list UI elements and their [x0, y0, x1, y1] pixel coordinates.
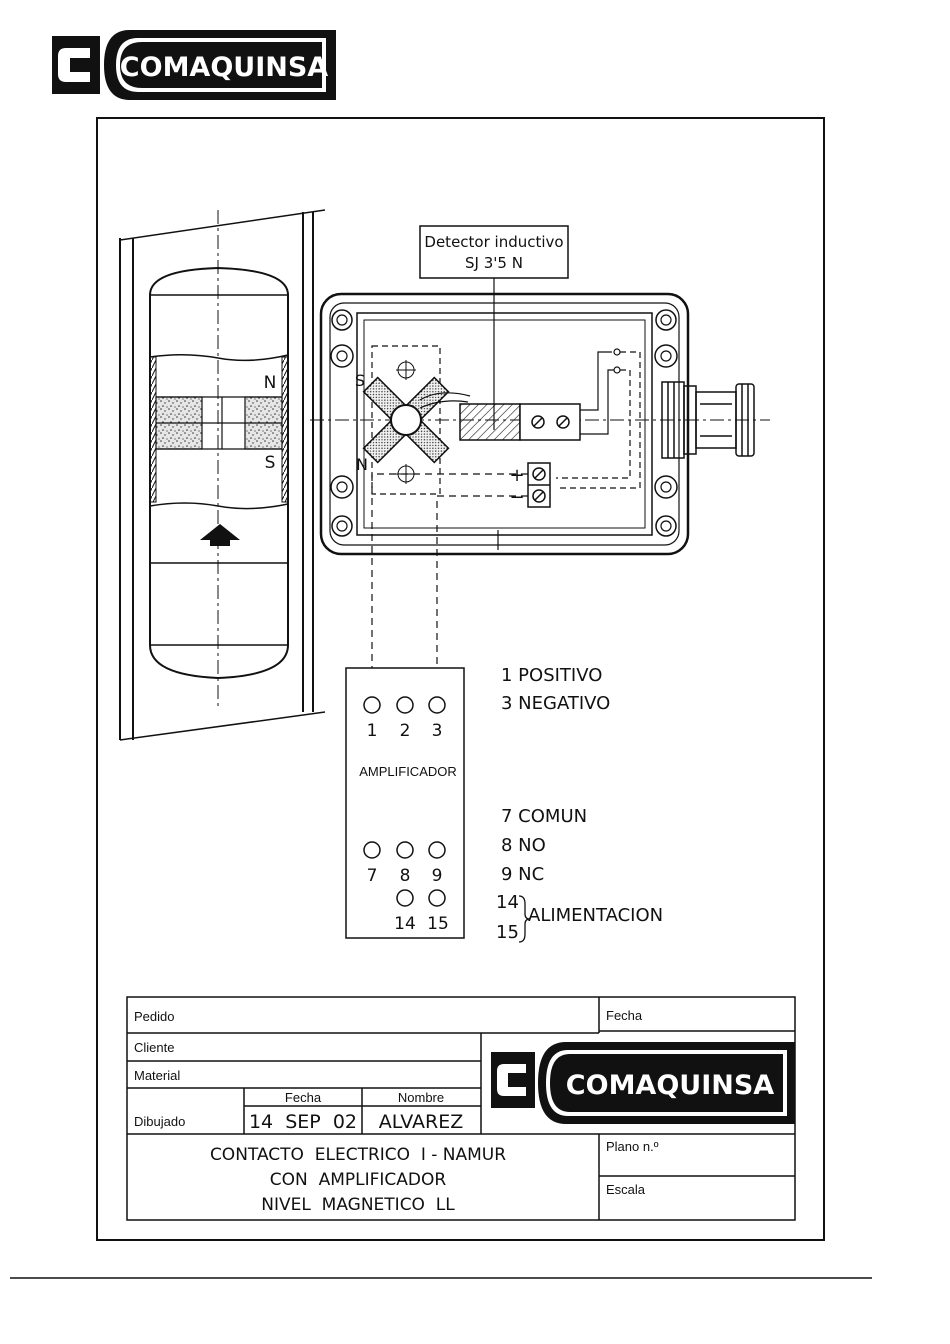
amp-terminal-3: 3: [432, 721, 443, 741]
detector-label-line2: SJ 3'5 N: [465, 254, 523, 272]
header-logo: COMAQUINSA: [52, 30, 336, 100]
terminal-minus-label: −: [509, 487, 524, 508]
drawing-title-line2: CON AMPLIFICADOR: [270, 1170, 447, 1190]
nombre-column-header: Nombre: [398, 1090, 444, 1105]
amp-terminal-9: 9: [432, 866, 443, 886]
escala-label: Escala: [606, 1182, 646, 1197]
screw-icon: [531, 415, 545, 429]
amplifier-wires: [371, 473, 528, 690]
fecha-column-header: Fecha: [285, 1090, 322, 1105]
terminal-plus-label: +: [509, 465, 524, 486]
logo-c-icon: [58, 48, 90, 82]
amp-terminal-14: 14: [394, 914, 416, 934]
drawing-title-line3: NIVEL MAGNETICO LL: [261, 1195, 455, 1215]
float-north-label: N: [264, 373, 277, 393]
up-arrow-icon: [200, 524, 240, 546]
detector-label-line1: Detector inductivo: [424, 233, 563, 251]
detector-label-box: [419, 225, 569, 279]
legend-item-no: 8 NO: [501, 835, 546, 856]
dibujado-label: Dibujado: [134, 1114, 185, 1129]
amp-terminal-2: 2: [400, 721, 411, 741]
amplifier-box: [345, 667, 465, 939]
terminal-legend: 1 POSITIVO 3 NEGATIVO 7 COMUN 8 NO 9 NC …: [496, 665, 663, 943]
drawing-title-line1: CONTACTO ELECTRICO I - NAMUR: [210, 1145, 506, 1165]
tube-assembly: [119, 209, 326, 741]
float: [149, 266, 289, 680]
pedido-label: Pedido: [134, 1009, 174, 1024]
plano-label: Plano n.º: [606, 1139, 659, 1154]
screw-icon: [556, 415, 570, 429]
legend-item-nc: 9 NC: [501, 864, 544, 885]
power-brace: [518, 895, 531, 943]
title-block: [126, 996, 796, 1221]
magnet-north-label: N: [356, 455, 368, 474]
amp-terminal-1: 1: [367, 721, 378, 741]
legend-power-label: ALIMENTACION: [528, 905, 663, 926]
fecha-label: Fecha: [606, 1008, 643, 1023]
junction-box: [310, 292, 770, 556]
amplifier-label: AMPLIFICADOR: [359, 764, 457, 779]
logo-brand-core: [120, 42, 322, 88]
legend-item-positivo: 1 POSITIVO: [501, 665, 602, 686]
legend-item-comun: 7 COMUN: [501, 806, 587, 827]
screw-icon: [532, 467, 546, 481]
material-label: Material: [134, 1068, 180, 1083]
legend-power-15: 15: [496, 922, 519, 943]
dibujado-date: 14 SEP 02: [249, 1111, 357, 1133]
amp-terminal-8: 8: [400, 866, 411, 886]
amp-terminal-7: 7: [367, 866, 378, 886]
amp-terminal-15: 15: [427, 914, 449, 934]
magnet-south-label: S: [355, 371, 365, 390]
box-wiring: [556, 348, 641, 489]
legend-power-14: 14: [496, 892, 519, 913]
screw-icon: [532, 489, 546, 503]
amplifier-terminals: [363, 696, 446, 907]
cable-gland: [661, 381, 755, 459]
inductive-detector: [459, 403, 581, 441]
legend-item-negativo: 3 NEGATIVO: [501, 693, 610, 714]
magnet-assembly: [362, 345, 471, 495]
drawing-frame: [96, 117, 825, 1241]
title-block-brand-text: COMAQUINSA: [566, 1070, 774, 1101]
cliente-label: Cliente: [134, 1040, 174, 1055]
title-block-logo: COMAQUINSA: [491, 1042, 795, 1124]
dibujado-name: ALVAREZ: [379, 1111, 464, 1133]
float-south-label: S: [265, 453, 276, 473]
terminal-block: [527, 462, 551, 508]
header-brand-text: COMAQUINSA: [120, 52, 328, 83]
title-logo-c-icon: [497, 1064, 526, 1096]
